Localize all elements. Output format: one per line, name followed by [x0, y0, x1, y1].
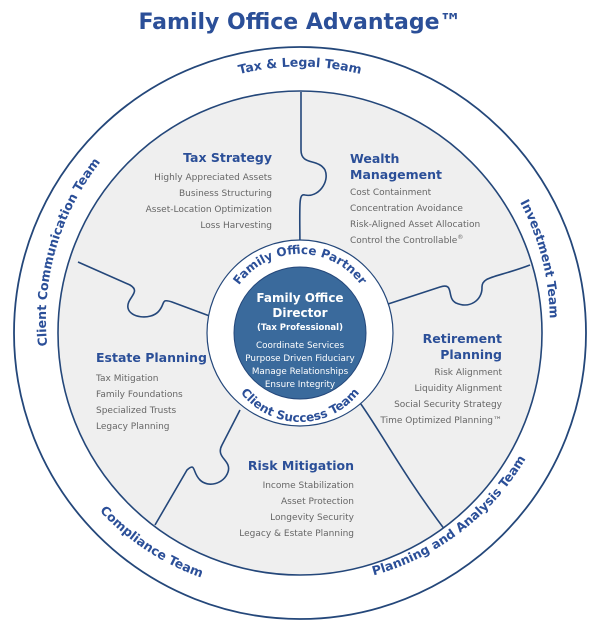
center-item: Manage Relationships [252, 367, 349, 377]
segment-item: Longevity Security [270, 513, 354, 523]
segment-item: Asset Protection [281, 497, 354, 507]
segment-item: Loss Harvesting [200, 221, 272, 231]
segment-heading: Estate Planning [96, 350, 207, 365]
segment-item: Risk Alignment [434, 368, 502, 378]
center-item: Purpose Driven Fiduciary [245, 354, 354, 364]
segment-item: Legacy & Estate Planning [239, 529, 354, 539]
segment-item: Family Foundations [96, 390, 183, 400]
center-title-line1: Family Office [256, 291, 343, 305]
segment-item: Highly Appreciated Assets [154, 173, 272, 183]
segment-item: Concentration Avoidance [350, 204, 463, 214]
segment-heading: Retirement [423, 331, 502, 346]
segment-item: Time Optimized Planning™ [379, 416, 502, 426]
center-subtitle: (Tax Professional) [257, 323, 343, 333]
segment-item: Asset-Location Optimization [146, 205, 272, 215]
center-item: Coordinate Services [256, 341, 345, 351]
segment-item: Control the Controllable® [350, 234, 463, 246]
diagram-title: Family Office Advantage™ [138, 10, 462, 35]
segment-heading: Wealth [350, 151, 399, 166]
segment-item: Legacy Planning [96, 422, 170, 432]
segment-risk-mitigation: Risk Mitigation Income Stabilization Ass… [239, 458, 354, 539]
segment-item: Specialized Trusts [96, 406, 177, 416]
segment-item: Business Structuring [179, 189, 272, 199]
segment-heading: Management [350, 167, 442, 182]
segment-heading: Risk Mitigation [248, 458, 354, 473]
segment-item: Income Stabilization [263, 481, 354, 491]
segment-estate-planning: Estate Planning Tax Mitigation Family Fo… [95, 350, 207, 432]
segment-heading: Planning [440, 347, 502, 362]
center-item: Ensure Integrity [265, 380, 335, 390]
center-title-line2: Director [272, 306, 327, 320]
segment-wealth-management: Wealth Management Cost Containment Conce… [350, 151, 480, 246]
segment-retirement-planning: Retirement Planning Risk Alignment Liqui… [379, 331, 502, 426]
segment-tax-strategy: Tax Strategy Highly Appreciated Assets B… [146, 150, 273, 231]
segment-item: Tax Mitigation [95, 374, 158, 384]
segment-item: Social Security Strategy [394, 400, 503, 410]
segment-heading: Tax Strategy [183, 150, 272, 165]
segment-item: Cost Containment [350, 188, 432, 198]
segment-item: Liquidity Alignment [415, 384, 503, 394]
outer-team-tax-legal: Tax & Legal Team [237, 55, 364, 78]
puzzle-dividers [77, 92, 531, 531]
center-disc [233, 266, 367, 400]
segment-item: Risk-Aligned Asset Allocation [350, 220, 480, 230]
